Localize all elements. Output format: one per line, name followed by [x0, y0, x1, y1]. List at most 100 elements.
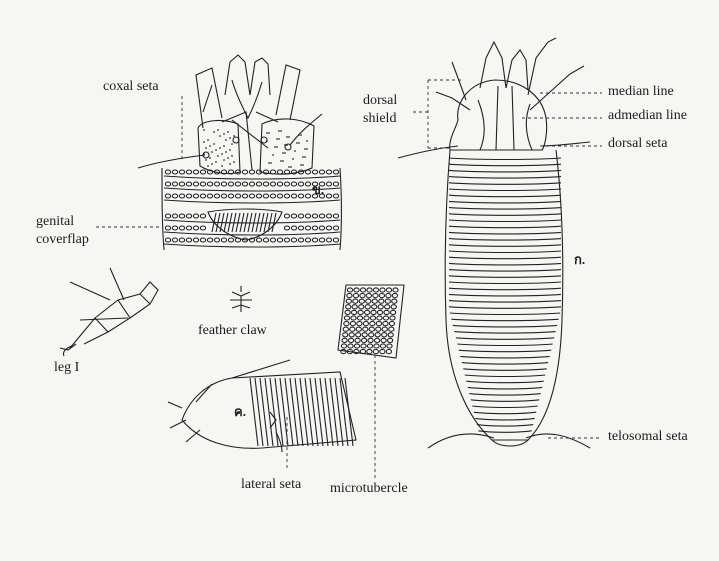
- microtubercle-bead: [256, 238, 261, 242]
- lateral-annulus: [295, 378, 303, 446]
- microtubercle-bead: [284, 226, 289, 230]
- microtubercle-bead: [193, 182, 198, 186]
- microtubercle-dot: [362, 333, 367, 337]
- lateral-annulus: [275, 378, 283, 446]
- stipple-dot: [231, 155, 233, 157]
- stipple-dot: [286, 136, 288, 138]
- microtubercle-bead: [333, 238, 338, 242]
- body-annulus: [462, 363, 548, 365]
- body-annulus: [459, 350, 551, 352]
- microtubercle-bead: [298, 194, 303, 198]
- microtubercle-bead: [221, 194, 226, 198]
- microtubercle-bead: [305, 170, 310, 174]
- stipple-dot: [223, 133, 225, 135]
- stipple-dot: [221, 153, 223, 155]
- microtubercle-bead: [221, 182, 226, 186]
- microtubercle-dot: [343, 333, 348, 337]
- microtubercle-bead: [179, 194, 184, 198]
- microtubercle-bead: [305, 182, 310, 186]
- microtubercle-bead: [284, 238, 289, 242]
- microtubercle-bead: [277, 182, 282, 186]
- microtubercle-dot: [343, 327, 348, 331]
- microtubercle-bead: [172, 214, 177, 218]
- figure-marker-c: ค.: [234, 404, 246, 420]
- feather-claw-drawing: [230, 286, 252, 312]
- microtubercle-dot: [385, 305, 390, 309]
- stipple-dot: [280, 160, 282, 162]
- figure-marker-a: ก.: [574, 252, 585, 268]
- dorsal-view-drawing: [398, 38, 590, 448]
- stipple-dot: [302, 164, 304, 166]
- microtubercle-dot: [352, 310, 357, 314]
- microtubercle-bead: [319, 226, 324, 230]
- microtubercle-bead: [207, 182, 212, 186]
- body-annulus: [449, 288, 561, 290]
- microtubercle-dot: [373, 294, 378, 298]
- microtubercle-bead: [312, 238, 317, 242]
- label-dorsal-shield-line1: dorsal: [363, 93, 397, 109]
- microtubercle-bead: [333, 214, 338, 218]
- microtubercle-bead: [305, 214, 310, 218]
- microtubercle-dot: [367, 350, 372, 354]
- microtubercle-dot: [374, 344, 379, 348]
- label-median-line: median line: [608, 84, 674, 100]
- microtubercle-bead: [228, 238, 233, 242]
- microtubercle-dot: [388, 338, 393, 342]
- microtubercle-bead: [319, 170, 324, 174]
- microtubercle-dot: [357, 316, 362, 320]
- stipple-dot: [276, 146, 278, 148]
- lateral-annulus: [325, 378, 333, 446]
- stipple-dot: [233, 161, 235, 163]
- microtubercle-dot: [372, 305, 377, 309]
- microtubercle-dot: [383, 322, 388, 326]
- microtubercle-dot: [363, 322, 368, 326]
- microtubercle-bead: [291, 194, 296, 198]
- microtubercle-bead: [333, 226, 338, 230]
- microtubercle-dot: [341, 350, 346, 354]
- stipple-dot: [209, 157, 211, 159]
- lateral-view-drawing: [168, 360, 356, 452]
- microtubercle-dot: [392, 299, 397, 303]
- stipple-dot: [274, 146, 276, 148]
- stipple-dot: [288, 166, 290, 168]
- microtubercle-dot: [369, 333, 374, 337]
- microtubercle-dot: [382, 333, 387, 337]
- annulus-ring: [164, 200, 340, 203]
- microtubercle-bead: [207, 194, 212, 198]
- stipple-dot: [229, 149, 231, 151]
- stipple-dot: [282, 152, 284, 154]
- microtubercle-bead: [326, 238, 331, 242]
- microtubercle-dot: [365, 305, 370, 309]
- microtubercle-dot: [384, 310, 389, 314]
- microtubercle-dot: [365, 310, 370, 314]
- microtubercle-dot: [386, 288, 391, 292]
- microtubercle-bead: [333, 194, 338, 198]
- lateral-annulus: [320, 378, 328, 446]
- label-dorsal-seta: dorsal seta: [608, 136, 667, 152]
- microtubercle-bead: [200, 226, 205, 230]
- stipple-dot: [219, 147, 221, 149]
- microtubercle-bead: [186, 170, 191, 174]
- body-annulus: [449, 201, 561, 203]
- microtubercle-bead: [186, 226, 191, 230]
- microtubercle-bead: [277, 170, 282, 174]
- body-annulus: [463, 369, 546, 371]
- microtubercle-dot: [382, 327, 387, 331]
- body-annulus: [469, 394, 540, 396]
- stipple-dot: [207, 139, 209, 141]
- body-annulus: [449, 270, 561, 272]
- microtubercle-dot: [366, 299, 371, 303]
- microtubercle-bead: [242, 170, 247, 174]
- microtubercle-dot: [392, 294, 397, 298]
- microtubercle-bead: [165, 214, 170, 218]
- microtubercle-bead: [186, 214, 191, 218]
- microtubercle-dot: [367, 288, 372, 292]
- microtubercle-dot: [347, 288, 352, 292]
- microtubercle-bead: [228, 182, 233, 186]
- microtubercle-bead: [172, 238, 177, 242]
- annulus-ring: [164, 176, 340, 179]
- microtubercle-dot: [370, 322, 375, 326]
- microtubercle-dot: [362, 338, 367, 342]
- stipple-dot: [268, 132, 270, 134]
- stipple-dot: [278, 138, 280, 140]
